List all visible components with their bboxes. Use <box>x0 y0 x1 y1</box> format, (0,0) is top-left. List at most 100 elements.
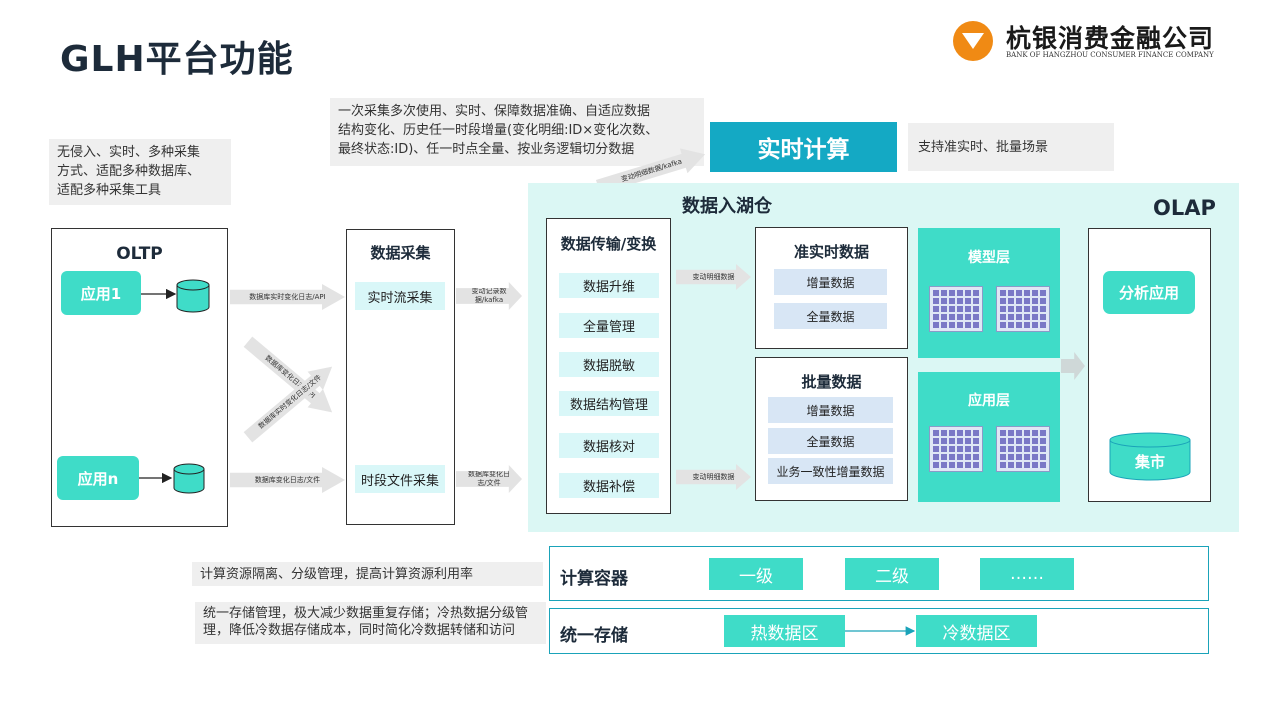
grid-cell <box>1000 290 1006 296</box>
grid-cell <box>1040 430 1046 436</box>
mart-label: 集市 <box>1134 453 1165 471</box>
grid-cell <box>1024 446 1030 452</box>
grid-cell <box>1008 298 1014 304</box>
batch-collect-item[interactable]: 时段文件采集 <box>355 465 445 493</box>
transform-item[interactable]: 数据升维 <box>559 273 659 298</box>
arrow-label: 变动记录数据/kafka <box>471 287 507 304</box>
top-note-line: 一次采集多次使用、实时、保障数据准确、自适应数据 <box>338 104 651 119</box>
grid-cell <box>1016 314 1022 320</box>
database-icon <box>176 279 210 313</box>
grid-cell <box>949 298 955 304</box>
model-layer-title: 模型层 <box>968 250 1010 266</box>
app-layer-title: 应用层 <box>968 393 1010 409</box>
lake-title: 数据入湖仓 <box>682 196 772 217</box>
grid-cell <box>941 306 947 312</box>
compute-level-2[interactable]: 二级 <box>845 558 939 590</box>
grid-cell <box>933 298 939 304</box>
database-icon <box>173 463 205 494</box>
grid-cell <box>1008 454 1014 460</box>
page-title: GLH平台功能 <box>60 39 294 80</box>
grid-cell <box>1024 454 1030 460</box>
grid-cell <box>1016 438 1022 444</box>
table-grid-icon <box>996 426 1050 472</box>
grid-cell <box>1024 306 1030 312</box>
collect-note-line: 适配多种采集工具 <box>57 183 162 198</box>
grid-cell <box>973 454 979 460</box>
grid-cell <box>957 298 963 304</box>
grid-cell <box>973 314 979 320</box>
near-realtime-title: 准实时数据 <box>793 243 869 261</box>
grid-cell <box>957 438 963 444</box>
cold-data-zone[interactable]: 冷数据区 <box>916 615 1037 647</box>
near-realtime-item[interactable]: 全量数据 <box>774 303 887 329</box>
grid-cell <box>1024 430 1030 436</box>
compute-note: 计算资源隔离、分级管理，提高计算资源利用率 <box>192 562 543 586</box>
compute-container-title: 计算容器 <box>560 569 628 589</box>
appn-button[interactable]: 应用n <box>57 456 139 500</box>
grid-cell <box>1016 322 1022 328</box>
grid-cell <box>973 462 979 468</box>
grid-cell <box>1000 306 1006 312</box>
batch-data-item[interactable]: 增量数据 <box>768 397 893 423</box>
grid-cell <box>957 462 963 468</box>
transform-item[interactable]: 数据脱敏 <box>559 352 659 377</box>
batch-data-title: 批量数据 <box>801 373 862 391</box>
grid-cell <box>957 322 963 328</box>
grid-cell <box>1016 306 1022 312</box>
grid-cell <box>1000 430 1006 436</box>
arrow-label: 数据库变化日志/文件 <box>468 470 510 487</box>
compute-level-1[interactable]: 一级 <box>709 558 803 590</box>
transform-item[interactable]: 数据补偿 <box>559 473 659 498</box>
grid-cell <box>941 446 947 452</box>
grid-cell <box>1024 290 1030 296</box>
grid-cell <box>933 306 939 312</box>
grid-cell <box>949 446 955 452</box>
grid-cell <box>1008 438 1014 444</box>
collect-title: 数据采集 <box>370 244 431 262</box>
realtime-compute-button[interactable]: 实时计算 <box>710 122 897 172</box>
grid-cell <box>1008 322 1014 328</box>
analysis-app-button[interactable]: 分析应用 <box>1103 271 1195 314</box>
grid-cell <box>1000 446 1006 452</box>
grid-cell <box>949 306 955 312</box>
grid-cell <box>973 446 979 452</box>
collect-note-line: 无侵入、实时、多种采集 <box>57 145 201 160</box>
transform-item[interactable]: 数据结构管理 <box>559 391 659 416</box>
grid-cell <box>949 322 955 328</box>
mart-database-icon <box>1109 432 1191 481</box>
batch-data-item[interactable]: 业务一致性增量数据 <box>768 458 893 484</box>
stream-collect-item[interactable]: 实时流采集 <box>355 282 445 310</box>
grid-cell <box>941 454 947 460</box>
grid-cell <box>1000 454 1006 460</box>
grid-cell <box>941 430 947 436</box>
transform-item[interactable]: 数据核对 <box>559 433 659 458</box>
table-grid-icon <box>996 286 1050 332</box>
grid-cell <box>949 438 955 444</box>
near-realtime-item[interactable]: 增量数据 <box>774 269 887 295</box>
grid-cell <box>933 290 939 296</box>
grid-cell <box>941 322 947 328</box>
hot-to-cold-arrow <box>845 626 916 636</box>
grid-cell <box>1032 438 1038 444</box>
logo-chevron-icon <box>962 33 984 49</box>
storage-note: 统一存储管理，极大减少数据重复存储；冷热数据分级管 理，降低冷数据存储成本，同时… <box>195 602 546 644</box>
grid-cell <box>933 446 939 452</box>
grid-cell <box>941 438 947 444</box>
grid-cell <box>1040 454 1046 460</box>
grid-cell <box>1008 430 1014 436</box>
oltp-arrows <box>139 279 210 494</box>
compute-level-more[interactable]: …… <box>980 558 1074 590</box>
grid-cell <box>949 454 955 460</box>
grid-cell <box>957 314 963 320</box>
grid-cell <box>1024 314 1030 320</box>
transform-item[interactable]: 全量管理 <box>559 313 659 338</box>
unified-storage-title: 统一存储 <box>560 626 628 646</box>
grid-cell <box>1032 462 1038 468</box>
hot-data-zone[interactable]: 热数据区 <box>724 615 845 647</box>
grid-cell <box>1032 322 1038 328</box>
grid-cell <box>1008 306 1014 312</box>
app1-button[interactable]: 应用1 <box>61 271 141 315</box>
grid-cell <box>1032 306 1038 312</box>
grid-cell <box>1008 462 1014 468</box>
batch-data-item[interactable]: 全量数据 <box>768 428 893 454</box>
